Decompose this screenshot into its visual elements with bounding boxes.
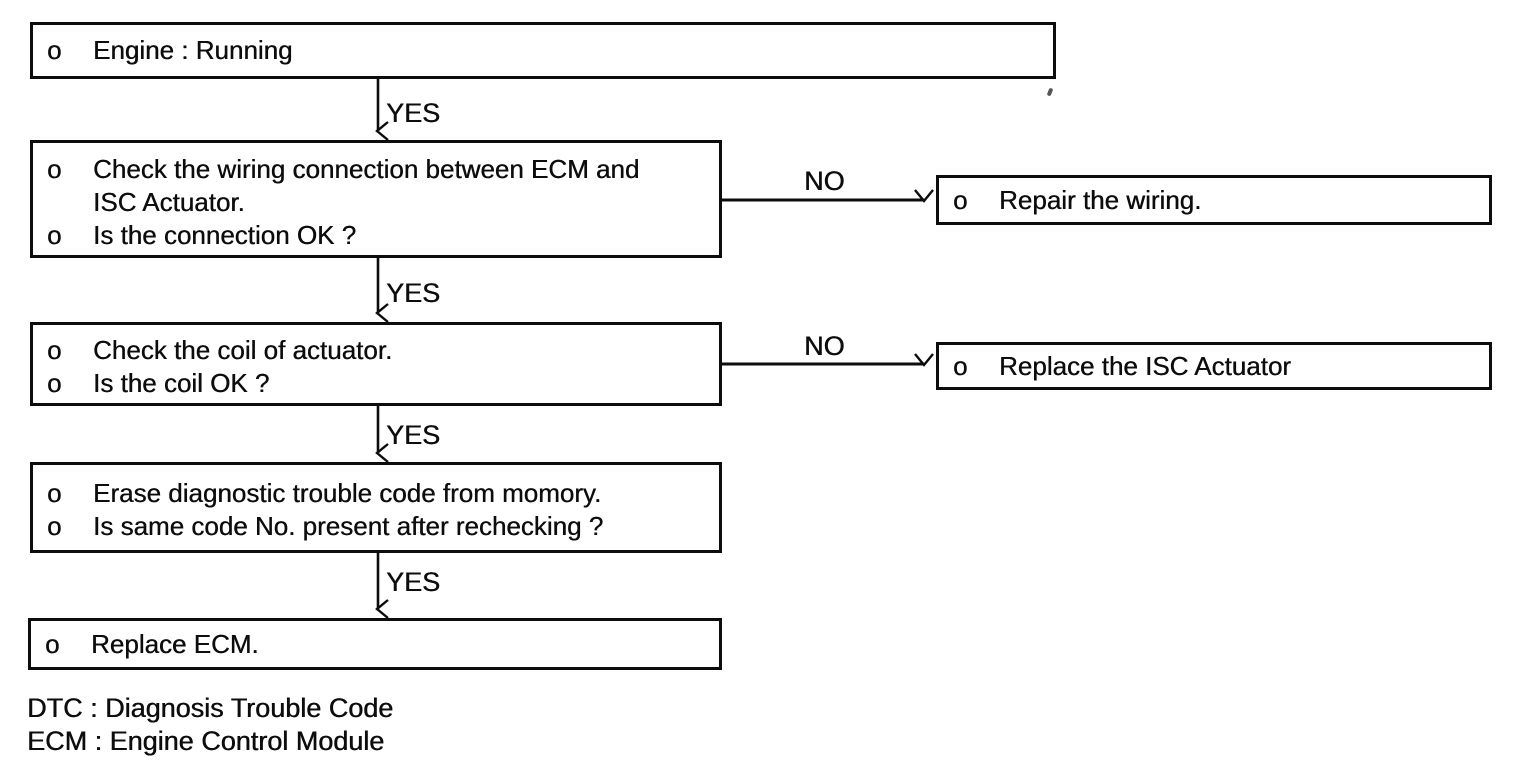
node-line: o Repair the wiring. <box>953 184 1479 217</box>
bullet-marker: o <box>45 628 60 659</box>
node-check-wiring: o Check the wiring connection between EC… <box>30 140 722 258</box>
bullet-marker: o <box>953 184 968 215</box>
node-erase-dtc: o Erase diagnostic trouble code from mom… <box>30 462 722 553</box>
node-text: Check the coil of actuator. <box>93 335 393 365</box>
scan-speck <box>1046 87 1054 97</box>
edge-label-yes-4: YES <box>386 567 441 597</box>
node-line: o Check the wiring connection between EC… <box>47 153 709 219</box>
node-line: o Replace the ISC Actuator <box>953 350 1479 383</box>
bullet-marker: o <box>47 368 62 398</box>
node-text: Replace the ISC Actuator <box>999 350 1291 381</box>
bullet-marker: o <box>47 154 62 184</box>
node-line: o Replace ECM. <box>45 628 709 661</box>
node-text: Is the connection OK ? <box>93 220 357 250</box>
bullet-marker: o <box>47 478 62 508</box>
bullet-marker: o <box>47 35 62 65</box>
node-line: o Is the coil OK ? <box>47 367 709 400</box>
node-line: o Erase diagnostic trouble code from mom… <box>47 477 709 510</box>
bullet-marker: o <box>47 220 62 250</box>
bullet-marker: o <box>953 350 968 381</box>
edge-label-yes-1: YES <box>386 98 441 128</box>
edge-label-no-2: NO <box>804 331 845 361</box>
abbreviation-legend: DTC : Diagnosis Trouble Code ECM : Engin… <box>27 692 393 758</box>
node-repair-wiring: o Repair the wiring. <box>936 175 1492 225</box>
node-text: Is same code No. present after recheckin… <box>93 511 604 541</box>
bullet-marker: o <box>47 335 62 365</box>
edge-label-yes-3: YES <box>386 420 441 450</box>
bullet-marker: o <box>47 511 62 541</box>
legend-dtc: DTC : Diagnosis Trouble Code <box>27 693 394 723</box>
node-line: o Is same code No. present after recheck… <box>47 510 709 543</box>
node-line: o Check the coil of actuator. <box>47 334 709 367</box>
node-text: Erase diagnostic trouble code from momor… <box>93 478 602 508</box>
node-replace-ecm: o Replace ECM. <box>28 618 722 670</box>
node-engine-running: o Engine : Running <box>30 22 1056 79</box>
node-check-coil: o Check the coil of actuator. o Is the c… <box>30 322 722 406</box>
node-line: o Engine : Running <box>47 34 1043 67</box>
edge-label-yes-2: YES <box>386 278 441 308</box>
node-line: o Is the connection OK ? <box>47 219 709 252</box>
node-text: Replace ECM. <box>91 628 259 659</box>
node-text: Check the wiring connection between ECM … <box>93 154 640 217</box>
node-replace-isc-actuator: o Replace the ISC Actuator <box>936 342 1492 390</box>
legend-ecm: ECM : Engine Control Module <box>27 726 385 756</box>
node-text: Is the coil OK ? <box>93 368 270 398</box>
node-text: Engine : Running <box>93 35 293 65</box>
edge-label-no-1: NO <box>804 166 845 196</box>
node-text: Repair the wiring. <box>999 184 1202 215</box>
